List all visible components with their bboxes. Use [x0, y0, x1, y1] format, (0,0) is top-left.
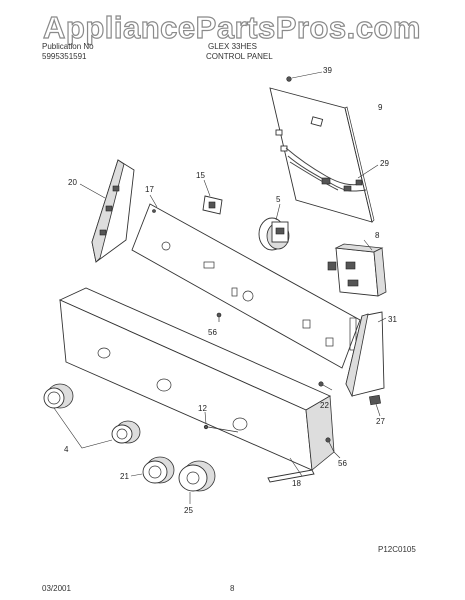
part-17-backplate	[131, 194, 361, 369]
callout-29: 29	[380, 159, 389, 168]
callout-15: 15	[196, 171, 205, 180]
part-4-knob-left	[43, 383, 74, 409]
callout-4: 4	[64, 445, 69, 454]
callout-5: 5	[276, 195, 281, 204]
part-56-upper-screw	[216, 312, 222, 322]
callout-20: 20	[68, 178, 77, 187]
section-title: CONTROL PANEL	[206, 52, 273, 61]
callout-18: 18	[292, 479, 301, 488]
part-15-switch	[202, 179, 223, 215]
part-39-screw	[286, 71, 323, 82]
part-20-side-bracket	[79, 159, 135, 263]
callout-27: 27	[376, 417, 385, 426]
callout-12: 12	[198, 404, 207, 413]
part-21-knob	[130, 456, 175, 484]
part-4-leader	[53, 407, 113, 449]
publication-label: Publication No	[42, 42, 94, 51]
part-29-wire-harness	[285, 147, 379, 192]
part-12-screw	[203, 411, 239, 433]
part-27-clip	[369, 394, 381, 417]
part-8-timer	[327, 239, 387, 297]
callout-8: 8	[375, 231, 380, 240]
figure-code: P12C0105	[378, 545, 416, 554]
callout-17: 17	[145, 185, 154, 194]
footer-date: 03/2001	[42, 584, 71, 593]
callout-25: 25	[184, 506, 193, 515]
publication-number: 5995351591	[42, 52, 87, 61]
part-25-knob	[178, 460, 216, 504]
callout-21: 21	[120, 472, 129, 481]
part-56-lower-screw	[325, 437, 341, 459]
part-9-rear-plate	[269, 87, 375, 223]
callout-39: 39	[323, 66, 332, 75]
callout-56-upper: 56	[208, 328, 217, 337]
callout-56-lower: 56	[338, 459, 347, 468]
footer-page-number: 8	[230, 584, 235, 593]
watermark-text: AppliancePartsPros.com	[43, 10, 421, 45]
part-4-knob-center	[111, 420, 141, 444]
part-18-console	[58, 287, 335, 483]
part-31-end-cap	[345, 311, 387, 398]
part-5-rotary-switch	[258, 203, 290, 251]
callout-31: 31	[388, 315, 397, 324]
callout-22: 22	[320, 401, 329, 410]
model-number: GLEX 33HES	[208, 42, 257, 51]
callout-9: 9	[378, 103, 383, 112]
part-22-screw	[318, 381, 333, 391]
